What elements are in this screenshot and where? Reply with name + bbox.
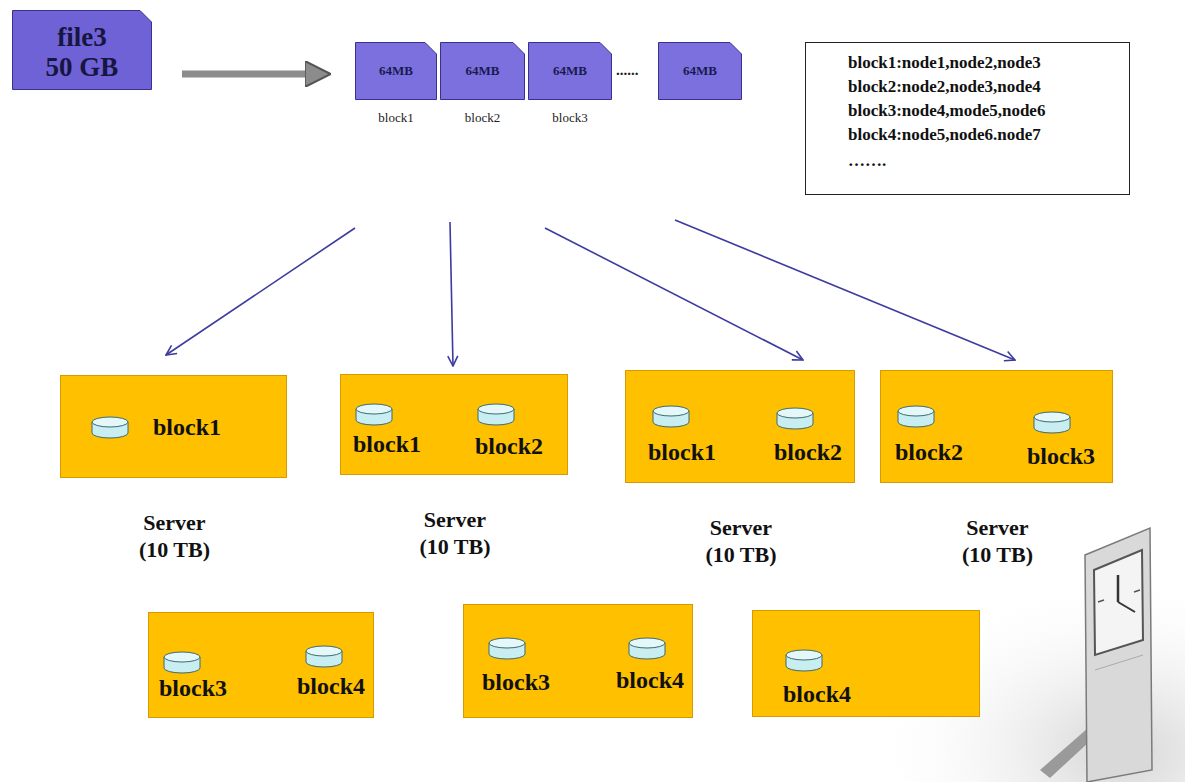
mapping-line: block4:node5,node6.node7 bbox=[848, 125, 1041, 145]
disk-cylinder bbox=[163, 651, 201, 675]
disk-cylinder bbox=[652, 405, 690, 429]
disk-cylinder bbox=[305, 645, 343, 669]
data-block: 64MBblock3 bbox=[528, 42, 620, 100]
block-map-box: block1:node1,node2,node3 block2:node2,nod… bbox=[805, 42, 1130, 195]
disk-cylinder bbox=[1033, 411, 1071, 435]
block-label: block3 bbox=[1027, 443, 1095, 469]
server-box: block1block2Server (10 TB) bbox=[340, 374, 568, 475]
clock-panel bbox=[1085, 528, 1152, 782]
mapping-line: block2:node2,node3,node4 bbox=[848, 77, 1041, 97]
disk-cylinder bbox=[488, 637, 526, 661]
cylinder-top bbox=[777, 408, 813, 418]
distribution-arrow bbox=[675, 220, 1015, 360]
block-size: 64MB bbox=[355, 63, 437, 79]
data-block: 64MB bbox=[658, 42, 750, 100]
clock-panel-line bbox=[1095, 655, 1143, 670]
block-label: block1 bbox=[153, 414, 221, 440]
mapping-line: block1:node1,node2,node3 bbox=[848, 53, 1041, 73]
split-arrow bbox=[182, 71, 310, 78]
block-size: 64MB bbox=[440, 63, 525, 79]
server-box: block1Server (10 TB) bbox=[60, 375, 287, 478]
distribution-arrow bbox=[545, 228, 803, 360]
block-name: block3 bbox=[528, 110, 612, 126]
cylinder-top bbox=[306, 646, 342, 656]
connector-layer bbox=[182, 74, 310, 75]
distribution-arrows bbox=[166, 220, 1015, 366]
document-outline bbox=[356, 43, 437, 100]
disk-cylinder bbox=[785, 649, 823, 673]
cylinder-top bbox=[164, 652, 200, 662]
cylinder-top bbox=[478, 404, 514, 414]
cylinder-top bbox=[653, 406, 689, 416]
block-name: block2 bbox=[440, 110, 525, 126]
server-label: Server (10 TB) bbox=[954, 514, 1042, 568]
file-doc: file350 GB bbox=[12, 10, 160, 90]
block-label: block3 bbox=[482, 669, 550, 695]
mapping-line: ……. bbox=[848, 151, 886, 171]
block-name: block1 bbox=[355, 110, 437, 126]
cylinder-top bbox=[489, 638, 525, 648]
block-label: block4 bbox=[616, 667, 684, 693]
clock-hand bbox=[1117, 575, 1120, 602]
clock-tick bbox=[1134, 590, 1140, 592]
cylinder-top bbox=[786, 650, 822, 660]
mapping-line: block3:node4,mode5,node6 bbox=[848, 101, 1045, 121]
clock-hand bbox=[1118, 602, 1135, 612]
clock-tick bbox=[1098, 600, 1104, 602]
block-size: 64MB bbox=[528, 63, 612, 79]
server-label: Server (10 TB) bbox=[697, 514, 785, 568]
document-outline bbox=[529, 43, 612, 100]
disk-cylinder bbox=[776, 407, 814, 431]
cylinder-top bbox=[898, 406, 934, 416]
data-block: 64MBblock1 bbox=[355, 42, 445, 100]
document-outline bbox=[13, 11, 152, 90]
server-box: block3 block4 bbox=[148, 612, 374, 718]
block-label: block3 bbox=[159, 675, 227, 701]
file-label: file3 bbox=[12, 22, 152, 52]
file-label: 50 GB bbox=[12, 52, 152, 82]
disk-cylinder bbox=[628, 637, 666, 661]
server-box: block2block3Server (10 TB) bbox=[880, 370, 1113, 483]
block-label: block1 bbox=[648, 439, 716, 465]
cylinder-top bbox=[1034, 412, 1070, 422]
distribution-arrow bbox=[450, 222, 453, 366]
block-size: 64MB bbox=[658, 63, 742, 79]
disk-cylinder bbox=[477, 403, 515, 427]
clock-illustration bbox=[1040, 528, 1152, 782]
distribution-arrow bbox=[166, 228, 355, 355]
cylinder-top bbox=[629, 638, 665, 648]
block-label: block1 bbox=[353, 431, 421, 457]
data-block: 64MBblock2 bbox=[440, 42, 533, 100]
block-label: block2 bbox=[774, 439, 842, 465]
cylinder-top bbox=[92, 417, 128, 427]
block-label: block4 bbox=[783, 681, 851, 707]
clock-face bbox=[1094, 550, 1143, 655]
cylinder-top bbox=[356, 404, 392, 414]
block-label: block2 bbox=[475, 433, 543, 459]
block-label: block2 bbox=[895, 439, 963, 465]
document-outline bbox=[659, 43, 742, 100]
disk-cylinder bbox=[355, 403, 393, 427]
ellipsis-label: ...... bbox=[616, 62, 639, 79]
disk-cylinder bbox=[91, 416, 129, 440]
disk-cylinder bbox=[897, 405, 935, 429]
block-label: block4 bbox=[297, 673, 365, 699]
document-outline bbox=[441, 43, 525, 100]
server-box: block4 bbox=[752, 610, 980, 717]
server-label: Server (10 TB) bbox=[131, 509, 219, 563]
server-box: block1block2Server (10 TB) bbox=[625, 370, 855, 483]
server-box: block3 block4 bbox=[463, 604, 693, 718]
server-label: Server (10 TB) bbox=[411, 506, 499, 560]
